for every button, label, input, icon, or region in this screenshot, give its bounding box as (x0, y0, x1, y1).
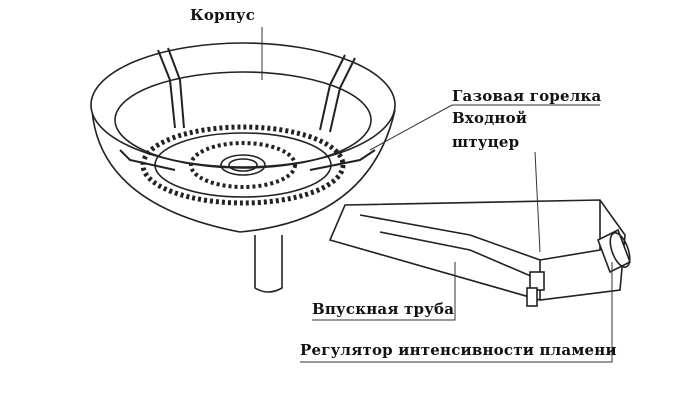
burner-rings (140, 124, 346, 206)
label-intake-pipe: Впускная труба (312, 300, 455, 318)
label-gas-burner: Газовая горелка (452, 87, 602, 105)
leg (254, 235, 283, 293)
leader-lines (261, 27, 613, 363)
label-inlet-fitting-1: Входной (452, 109, 528, 127)
label-inlet-fitting-2: штуцер (452, 133, 520, 151)
handle (328, 199, 626, 301)
label-flame-regulator: Регулятор интенсивности пламени (300, 341, 617, 359)
regulator-knob (596, 228, 632, 274)
inlet-fitting (526, 271, 545, 307)
label-body: Корпус (190, 6, 256, 24)
pan-supports (119, 47, 376, 171)
